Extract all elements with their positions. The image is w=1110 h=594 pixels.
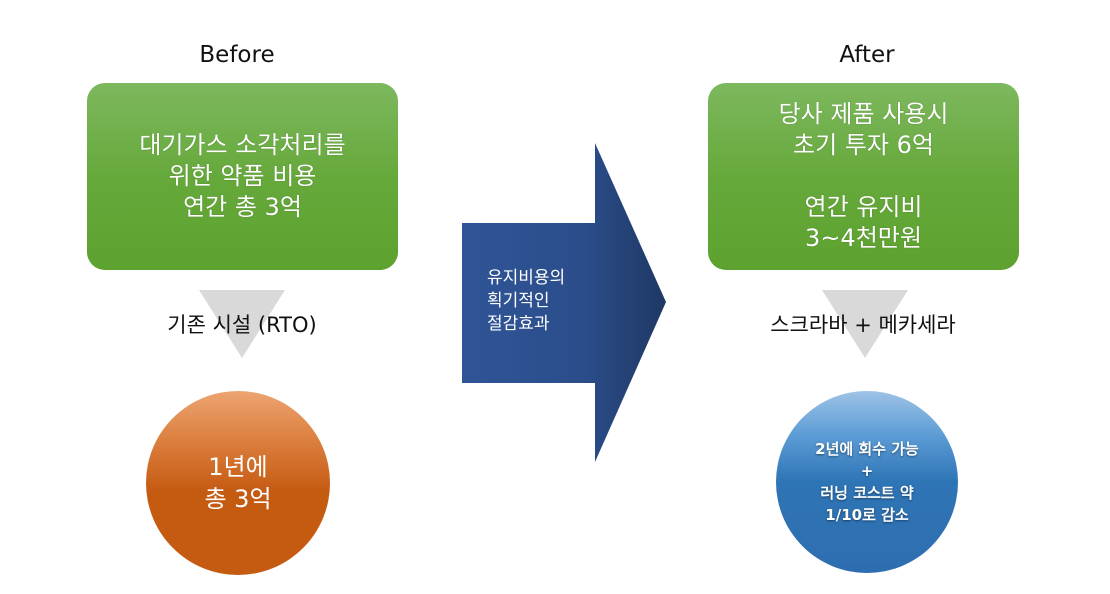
after-circle-line: 러닝 코스트 약	[820, 484, 914, 502]
after-down-triangle-icon	[822, 290, 908, 358]
after-box-line: 초기 투자 6억	[793, 131, 934, 159]
after-cost-box: 당사 제품 사용시 초기 투자 6억 연간 유지비 3~4천만원	[708, 83, 1019, 270]
before-circle-line: 총 3억	[204, 485, 272, 513]
after-circle-line: 2년에 회수 가능	[815, 440, 919, 458]
right-arrow-icon	[462, 143, 666, 462]
after-solution-label: 스크라바 + 메카세라	[770, 313, 956, 337]
before-facility-label: 기존 시설 (RTO)	[167, 313, 317, 337]
arrow-label-line: 획기적인	[487, 291, 550, 311]
before-result-circle: 1년에 총 3억	[146, 391, 330, 575]
arrow-label-line: 절감효과	[487, 314, 550, 334]
after-box-line: 당사 제품 사용시	[778, 100, 949, 128]
after-result-circle: 2년에 회수 가능 + 러닝 코스트 약 1/10로 감소	[776, 391, 958, 573]
arrow-label-line: 유지비용의	[487, 268, 566, 288]
after-circle-line: +	[860, 462, 874, 480]
before-box-line: 연간 총 3억	[183, 193, 302, 221]
before-cost-box: 대기가스 소각처리를 위한 약품 비용 연간 총 3억	[87, 83, 398, 270]
arrow-shape	[462, 143, 666, 462]
after-box-line: 연간 유지비	[804, 193, 923, 221]
before-down-triangle-icon	[199, 290, 285, 358]
after-circle-line: 1/10로 감소	[825, 506, 909, 524]
before-box-line: 대기가스 소각처리를	[139, 131, 346, 159]
after-box-line: 3~4천만원	[805, 224, 922, 252]
before-box-line: 위한 약품 비용	[168, 162, 317, 190]
after-heading: After	[839, 42, 895, 68]
before-heading: Before	[199, 42, 275, 68]
arrow-label: 유지비용의 획기적인 절감효과	[487, 267, 565, 336]
before-circle-line: 1년에	[208, 453, 268, 481]
